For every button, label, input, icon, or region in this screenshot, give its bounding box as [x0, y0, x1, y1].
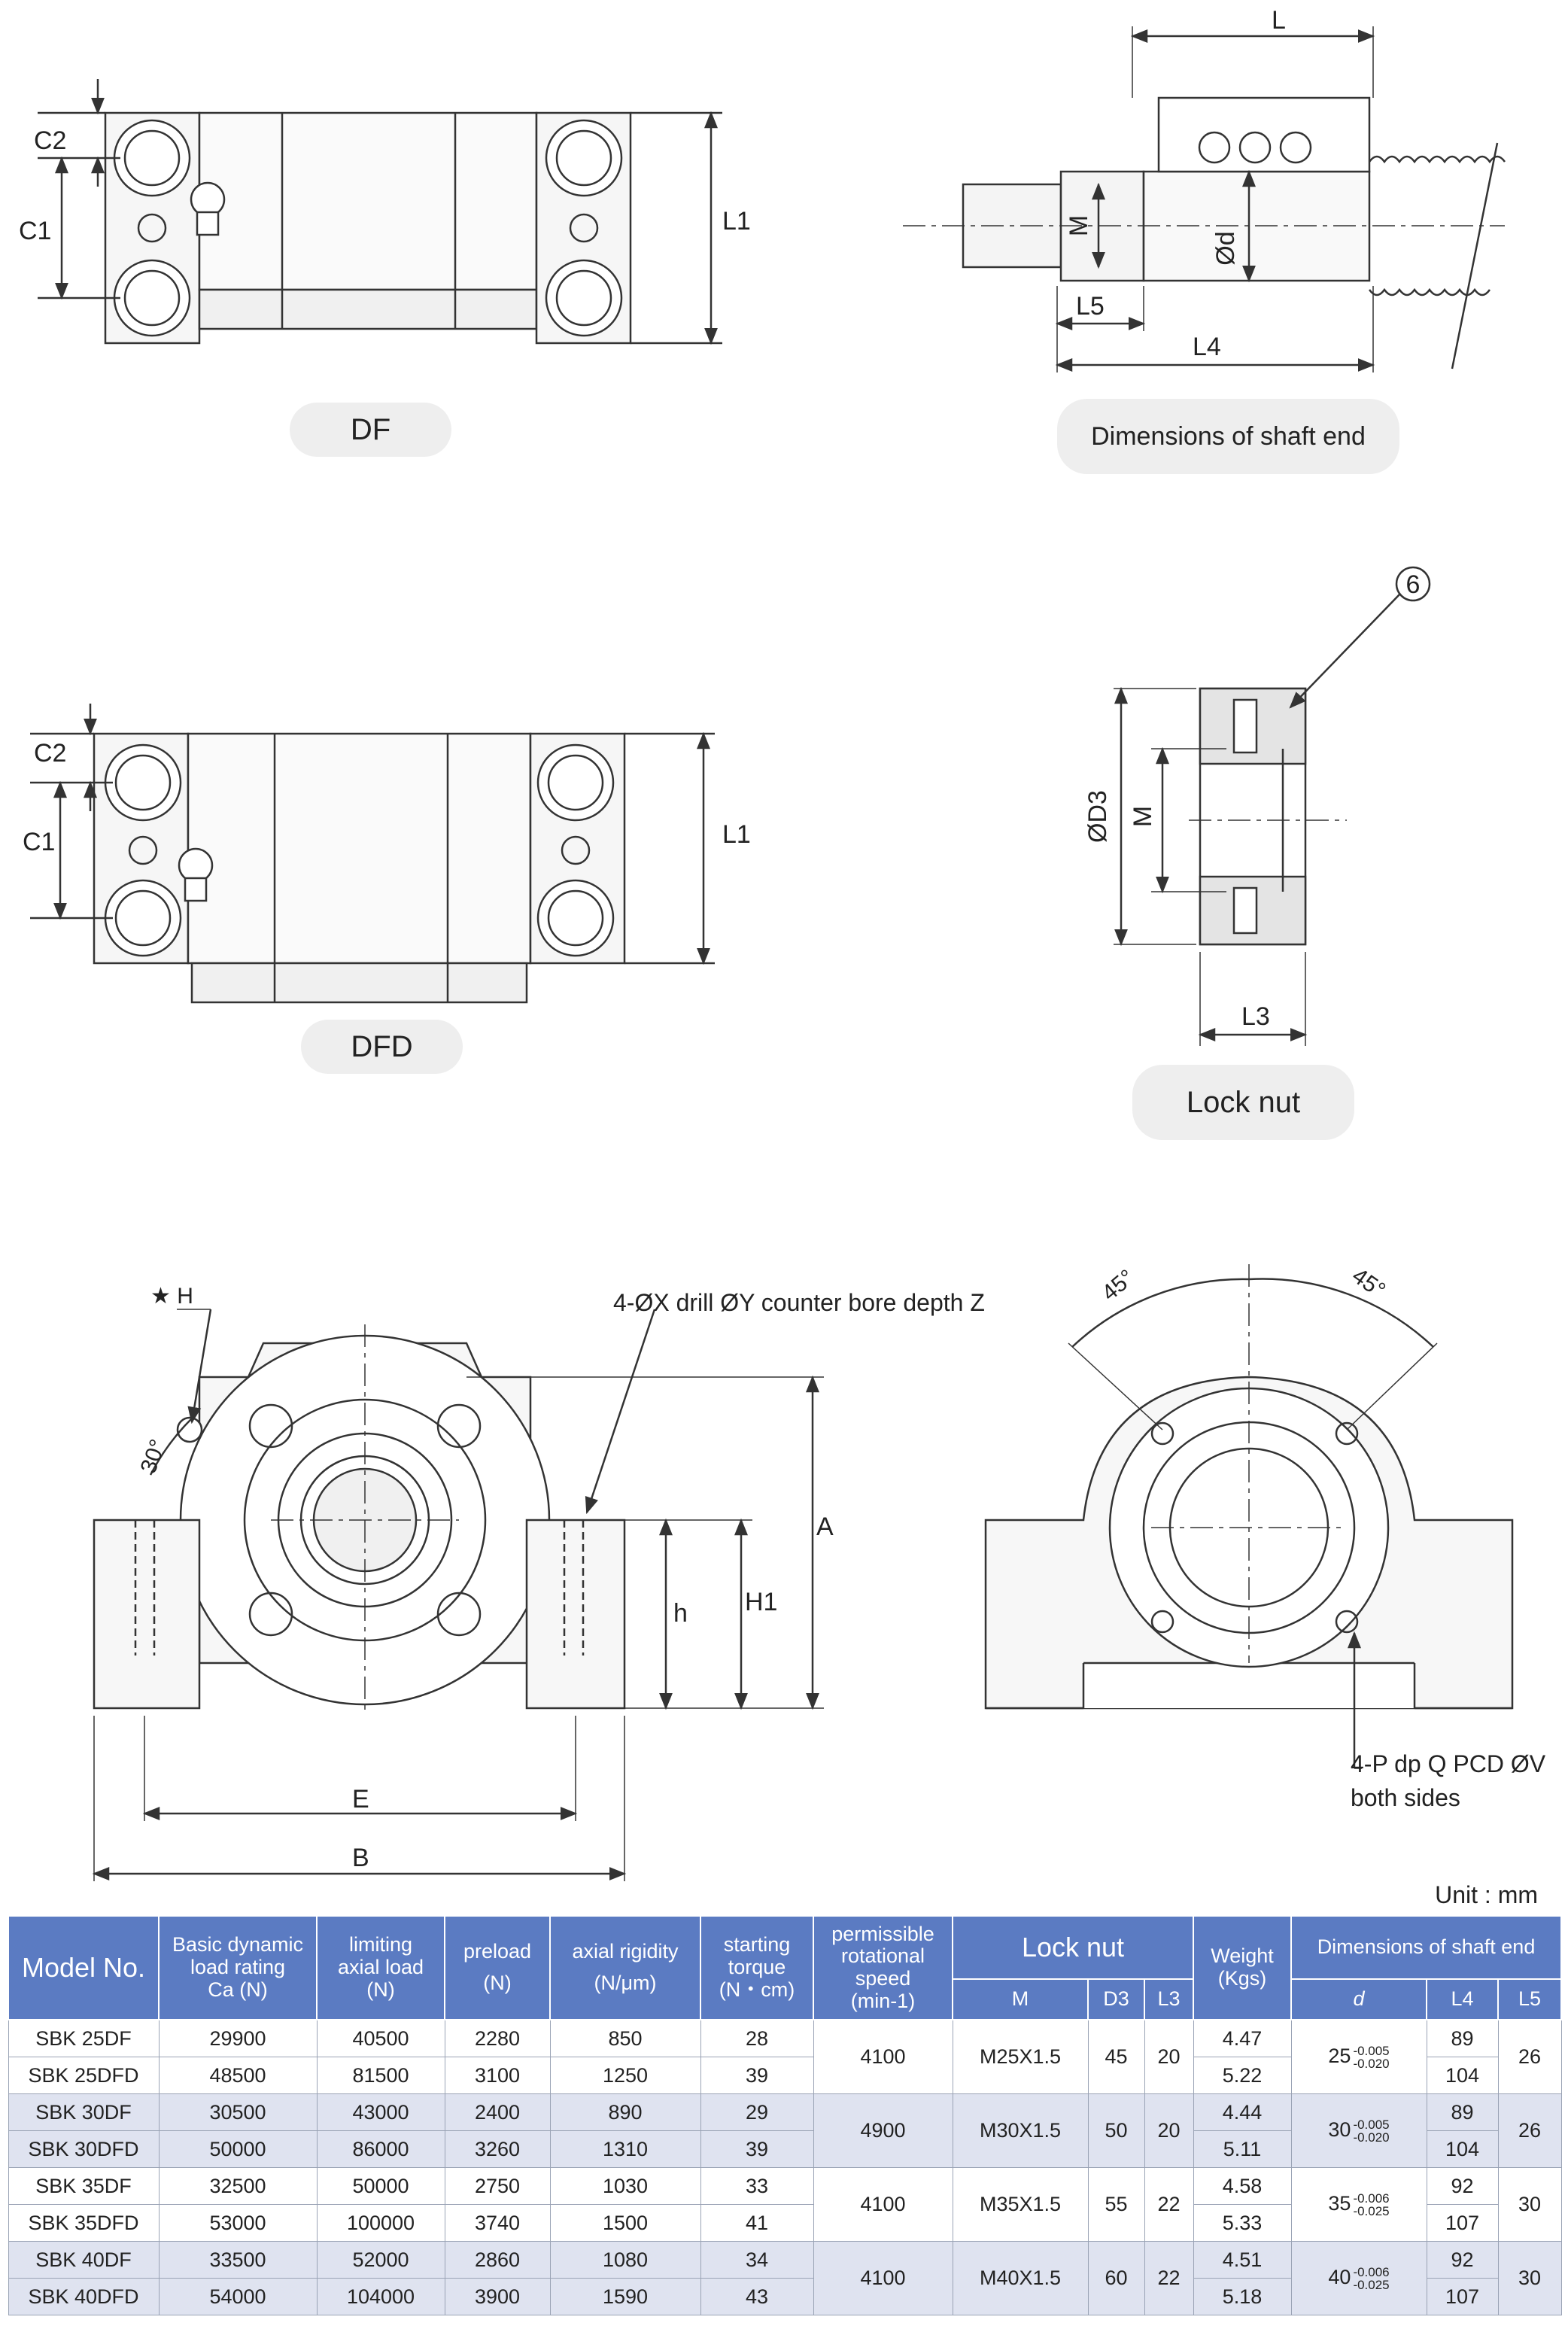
dim-c2: C2 [34, 126, 66, 155]
dim-b: B [352, 1844, 369, 1872]
header-lock-l3: L3 [1143, 1978, 1195, 2020]
rear-view [984, 1264, 1514, 1769]
header-shaft-d: d [1290, 1978, 1428, 2020]
dim-l3: L3 [1241, 1002, 1270, 1031]
lock-nut-view [1114, 566, 1431, 1046]
unit-label: Unit : mm [1435, 1881, 1538, 1908]
dim-h: h [673, 1599, 688, 1628]
technical-drawing: C2 C1 L1 L M Ød L5 L4 C2 C1 L1 6 ØD3 M L… [19, 6, 1546, 1881]
dim-h1: H1 [745, 1588, 777, 1616]
shaft-end-caption: Dimensions of shaft end [1057, 399, 1399, 474]
shaft-end-view [903, 26, 1506, 372]
dim-a: A [816, 1513, 834, 1541]
tap-note-line2: both sides [1351, 1784, 1460, 1811]
dfd-top-view [30, 704, 715, 1004]
dim-e: E [352, 1785, 369, 1814]
lock-nut-caption: Lock nut [1132, 1065, 1354, 1140]
tap-note-line1: 4-P dp Q PCD ØV [1351, 1750, 1546, 1777]
df-top-view [38, 79, 722, 345]
dim-l5: L5 [1076, 292, 1105, 321]
dim-l: L [1272, 6, 1286, 35]
dim-angle-45-left: 45° [1097, 1265, 1139, 1306]
header-preload: preload(N) [444, 1915, 551, 2020]
dim-star-h: ★ H [150, 1284, 193, 1309]
header-lock-nut: Lock nut [951, 1915, 1195, 1980]
header-shaft-end: Dimensions of shaft end [1290, 1915, 1563, 1980]
dim-angle-30: 30° [136, 1436, 172, 1476]
dim-l1: L1 [722, 207, 751, 236]
dim-d: Ød [1211, 231, 1240, 265]
drill-note: 4-ØX drill ØY counter bore depth Z [613, 1289, 985, 1316]
dim-m: M [1065, 215, 1093, 236]
dim-c1-dfd: C1 [23, 828, 55, 856]
dim-l1-dfd: L1 [722, 820, 751, 849]
dim-c1: C1 [19, 217, 51, 245]
header-rigidity: axial rigidity(N/μm) [549, 1915, 701, 2020]
dfd-caption: DFD [301, 1020, 463, 1074]
header-lock-m: M [952, 1978, 1089, 2020]
df-caption: DF [290, 403, 451, 457]
grease-nipple-icon [178, 847, 214, 902]
dim-m-locknut: M [1129, 806, 1157, 827]
header-shaft-l4: L4 [1426, 1978, 1500, 2020]
header-model: Model No. [8, 1915, 160, 2020]
header-shaft-l5: L5 [1497, 1978, 1563, 2020]
front-view [92, 1309, 824, 1881]
dim-l4: L4 [1193, 333, 1221, 361]
dim-d3: ØD3 [1083, 790, 1112, 843]
header-lock-d3: D3 [1087, 1978, 1145, 2020]
header-weight: Weight(Kgs) [1193, 1915, 1293, 2020]
dim-c2-dfd: C2 [34, 739, 66, 768]
grease-nipple-icon [190, 181, 226, 236]
item-number-6: 6 [1406, 570, 1421, 599]
